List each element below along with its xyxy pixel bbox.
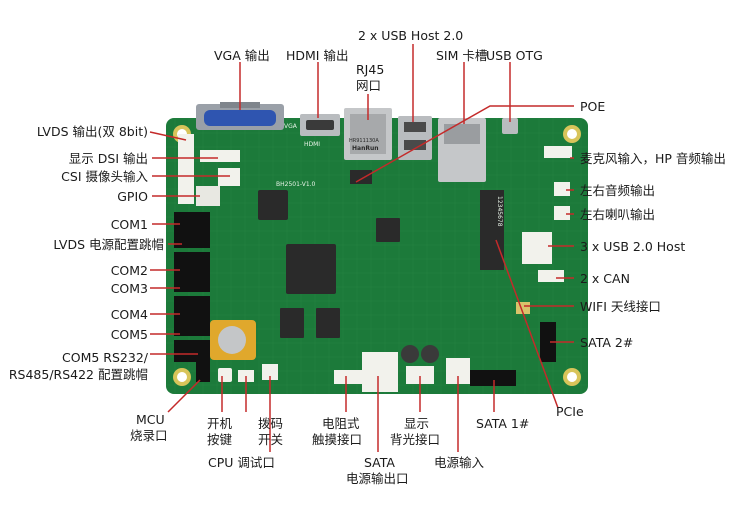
label-vga: VGA 输出 <box>214 48 270 63</box>
silk-hdmi: HDMI <box>304 141 320 148</box>
sim-slot <box>438 118 486 182</box>
gpio-connector <box>196 186 220 206</box>
csi-connector <box>218 168 240 186</box>
label-lvds-out: LVDS 输出(双 8bit) <box>36 124 148 139</box>
label-backlight-2: 背光接口 <box>390 432 441 447</box>
ddr-chip-2 <box>316 308 340 338</box>
com-headers <box>174 212 210 362</box>
pcb-trace-texture <box>166 118 588 394</box>
label-mcu-1: MCU <box>136 412 165 427</box>
label-sata-power-2: 电源输出口 <box>346 471 409 486</box>
label-com1: COM1 <box>110 217 148 232</box>
rj45-connector <box>344 108 392 160</box>
sata2-connector <box>540 322 556 362</box>
label-csi: CSI 摄像头输入 <box>61 169 148 184</box>
label-com2: COM2 <box>110 263 148 278</box>
usb-host-stacked <box>398 116 432 160</box>
audio-lr-connector <box>554 182 570 196</box>
silk-board-id: BH2501-V1.0 <box>276 181 316 188</box>
label-gpio: GPIO <box>117 189 148 204</box>
touch-connector <box>334 370 362 384</box>
label-mic-hp: 麦克风输入，HP 音频输出 <box>580 151 726 166</box>
can-connector <box>538 270 564 282</box>
label-power-input: 电源输入 <box>434 455 485 470</box>
silk-vga: VGA <box>284 123 298 130</box>
dsi-connector <box>200 150 240 162</box>
ddr-chip-1 <box>280 308 304 338</box>
label-sata-power-1: SATA <box>364 455 395 470</box>
label-mcu-2: 烧录口 <box>130 428 168 443</box>
label-can: 2 x CAN <box>580 271 630 286</box>
label-power-key-2: 按键 <box>207 432 233 447</box>
label-dip-2: 开关 <box>258 432 284 447</box>
audio-connector <box>544 146 572 158</box>
cpu-debug-connector <box>262 364 278 380</box>
speaker-connector <box>554 206 570 220</box>
sata1-connector <box>470 370 516 386</box>
usb-host-3-connector <box>522 232 552 264</box>
label-com5-cfg-2: RS485/RS422 配置跳帽 <box>8 367 148 382</box>
label-com4: COM4 <box>110 307 148 322</box>
power-key-button <box>218 368 232 382</box>
mcu-connector <box>196 362 210 382</box>
label-hdmi: HDMI 输出 <box>286 48 349 63</box>
label-sim: SIM 卡槽 <box>436 48 488 63</box>
label-com5-cfg-1: COM5 RS232/ <box>62 350 148 365</box>
pcie-slot <box>480 190 504 270</box>
label-usb3: 3 x USB 2.0 Host <box>580 239 686 254</box>
backlight-connector <box>406 366 434 384</box>
silk-rj45-part2: HanRun <box>352 145 379 152</box>
label-rj45-1: RJ45 <box>356 62 385 77</box>
cpu-chip <box>286 244 336 294</box>
label-usb-otg: USB OTG <box>486 48 543 63</box>
rtc-battery <box>210 320 256 360</box>
label-wifi: WIFI 天线接口 <box>580 299 661 314</box>
label-poe: POE <box>580 99 606 114</box>
label-rj45-2: 网口 <box>356 78 382 93</box>
hdmi-connector <box>300 114 340 136</box>
label-lvds-jumper: LVDS 电源配置跳帽 <box>53 237 164 252</box>
label-speaker: 左右喇叭输出 <box>580 207 656 222</box>
label-sata1: SATA 1# <box>476 416 530 431</box>
pmic-chip <box>258 190 288 220</box>
label-com3: COM3 <box>110 281 148 296</box>
label-audio-lr: 左右音频输出 <box>580 183 656 198</box>
label-usb-host-top: 2 x USB Host 2.0 <box>358 28 464 43</box>
leader-poe <box>355 105 574 183</box>
label-pcie: PCIe <box>556 404 584 419</box>
leader-lvds-out <box>149 131 187 141</box>
label-cpu-debug: CPU 调试口 <box>208 455 275 470</box>
leader-pcie <box>495 239 559 409</box>
label-sata2: SATA 2# <box>580 335 634 350</box>
eth-chip <box>350 170 372 184</box>
label-power-key-1: 开机 <box>207 416 233 431</box>
label-dsi: 显示 DSI 输出 <box>68 151 148 166</box>
label-backlight-1: 显示 <box>404 416 430 431</box>
silk-pcie: 12345678 <box>496 196 503 227</box>
usb-otg-connector <box>502 118 518 134</box>
lvds-connector <box>178 134 194 204</box>
label-com5: COM5 <box>110 327 148 342</box>
sata-power-connector <box>362 352 398 392</box>
capacitors <box>401 345 439 363</box>
label-dip-1: 拨码 <box>258 416 284 431</box>
leader-mcu <box>167 379 201 413</box>
silk-rj45-part1: HR911130A <box>349 138 379 144</box>
label-touch-1: 电阻式 <box>322 416 360 431</box>
leader-lines <box>149 44 574 452</box>
emmc-chip <box>376 218 400 242</box>
label-touch-2: 触摸接口 <box>312 432 363 447</box>
